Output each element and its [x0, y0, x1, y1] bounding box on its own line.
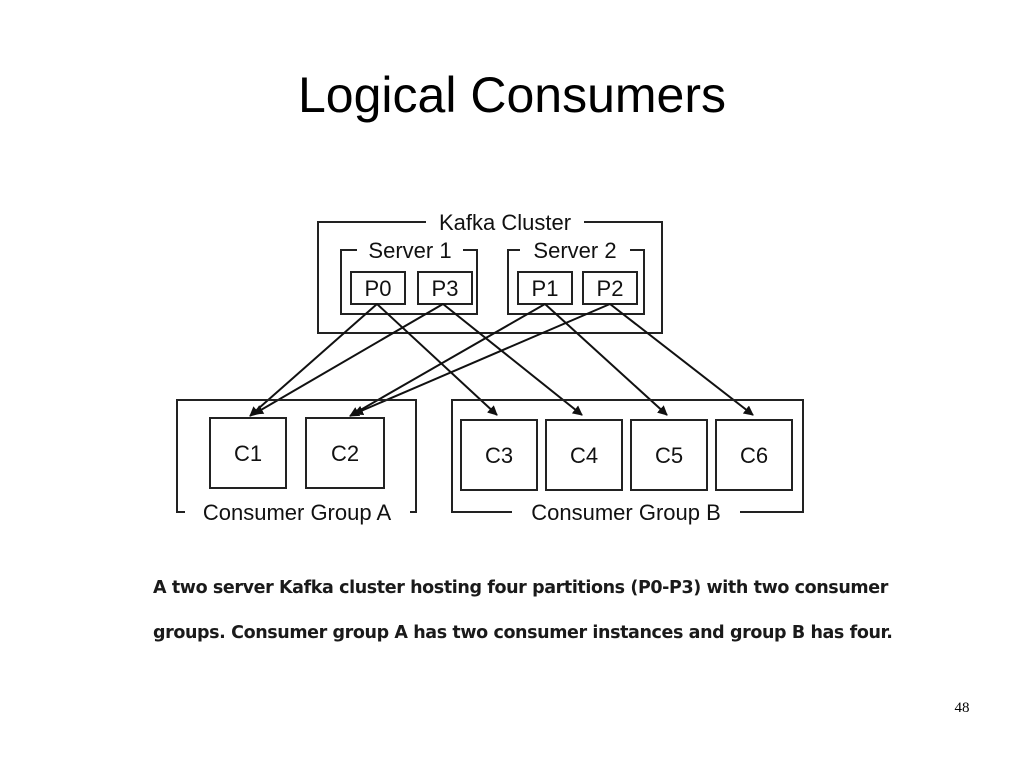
page-number: 48: [954, 700, 970, 716]
arrow-p0-c3: [376, 303, 498, 416]
server-2-label: Server 2: [533, 238, 616, 263]
arrow-p2-c6: [609, 303, 754, 416]
consumer-group-b-box: [451, 399, 804, 513]
caption-line-1: A two server Kafka cluster hosting four …: [153, 578, 888, 598]
partition-label: P0: [365, 276, 392, 301]
server-1-box: [340, 249, 478, 315]
consumer-label: C6: [740, 443, 768, 468]
consumer-label: C4: [570, 443, 598, 468]
consumer-label: C1: [234, 441, 262, 466]
consumer-c6: C6: [715, 419, 793, 491]
server-2-box: [507, 249, 645, 315]
partition-p2: P2: [582, 271, 638, 305]
consumer-group-a-box: [176, 399, 417, 513]
server-1-label: Server 1: [368, 238, 451, 263]
consumer-group-a-label: Consumer Group A: [203, 500, 392, 525]
partition-label: P2: [597, 276, 624, 301]
arrow-p1-c2: [349, 303, 546, 417]
arrow-p1-c5: [544, 303, 668, 416]
figure-caption: A two server Kafka cluster hosting four …: [153, 566, 913, 656]
partition-p3: P3: [417, 271, 473, 305]
kafka-cluster-label: Kafka Cluster: [439, 210, 571, 235]
partition-label: P1: [532, 276, 559, 301]
caption-line-2: groups. Consumer group A has two consume…: [153, 623, 893, 643]
consumer-group-b-label: Consumer Group B: [531, 500, 721, 525]
kafka-cluster-box: [317, 221, 663, 334]
partition-p0: P0: [350, 271, 406, 305]
arrow-p2-c2: [353, 303, 611, 416]
consumer-label: C3: [485, 443, 513, 468]
partition-p1: P1: [517, 271, 573, 305]
consumer-label: C5: [655, 443, 683, 468]
arrow-p3-c1: [253, 303, 444, 415]
partition-label: P3: [432, 276, 459, 301]
consumer-c4: C4: [545, 419, 623, 491]
consumer-c1: C1: [209, 417, 287, 489]
consumer-c5: C5: [630, 419, 708, 491]
consumer-label: C2: [331, 441, 359, 466]
arrow-p0-c1: [249, 303, 378, 417]
consumer-c2: C2: [305, 417, 385, 489]
arrow-p3-c4: [442, 303, 583, 416]
slide-title: Logical Consumers: [298, 67, 726, 123]
assignment-arrows: [249, 303, 754, 417]
consumer-c3: C3: [460, 419, 538, 491]
